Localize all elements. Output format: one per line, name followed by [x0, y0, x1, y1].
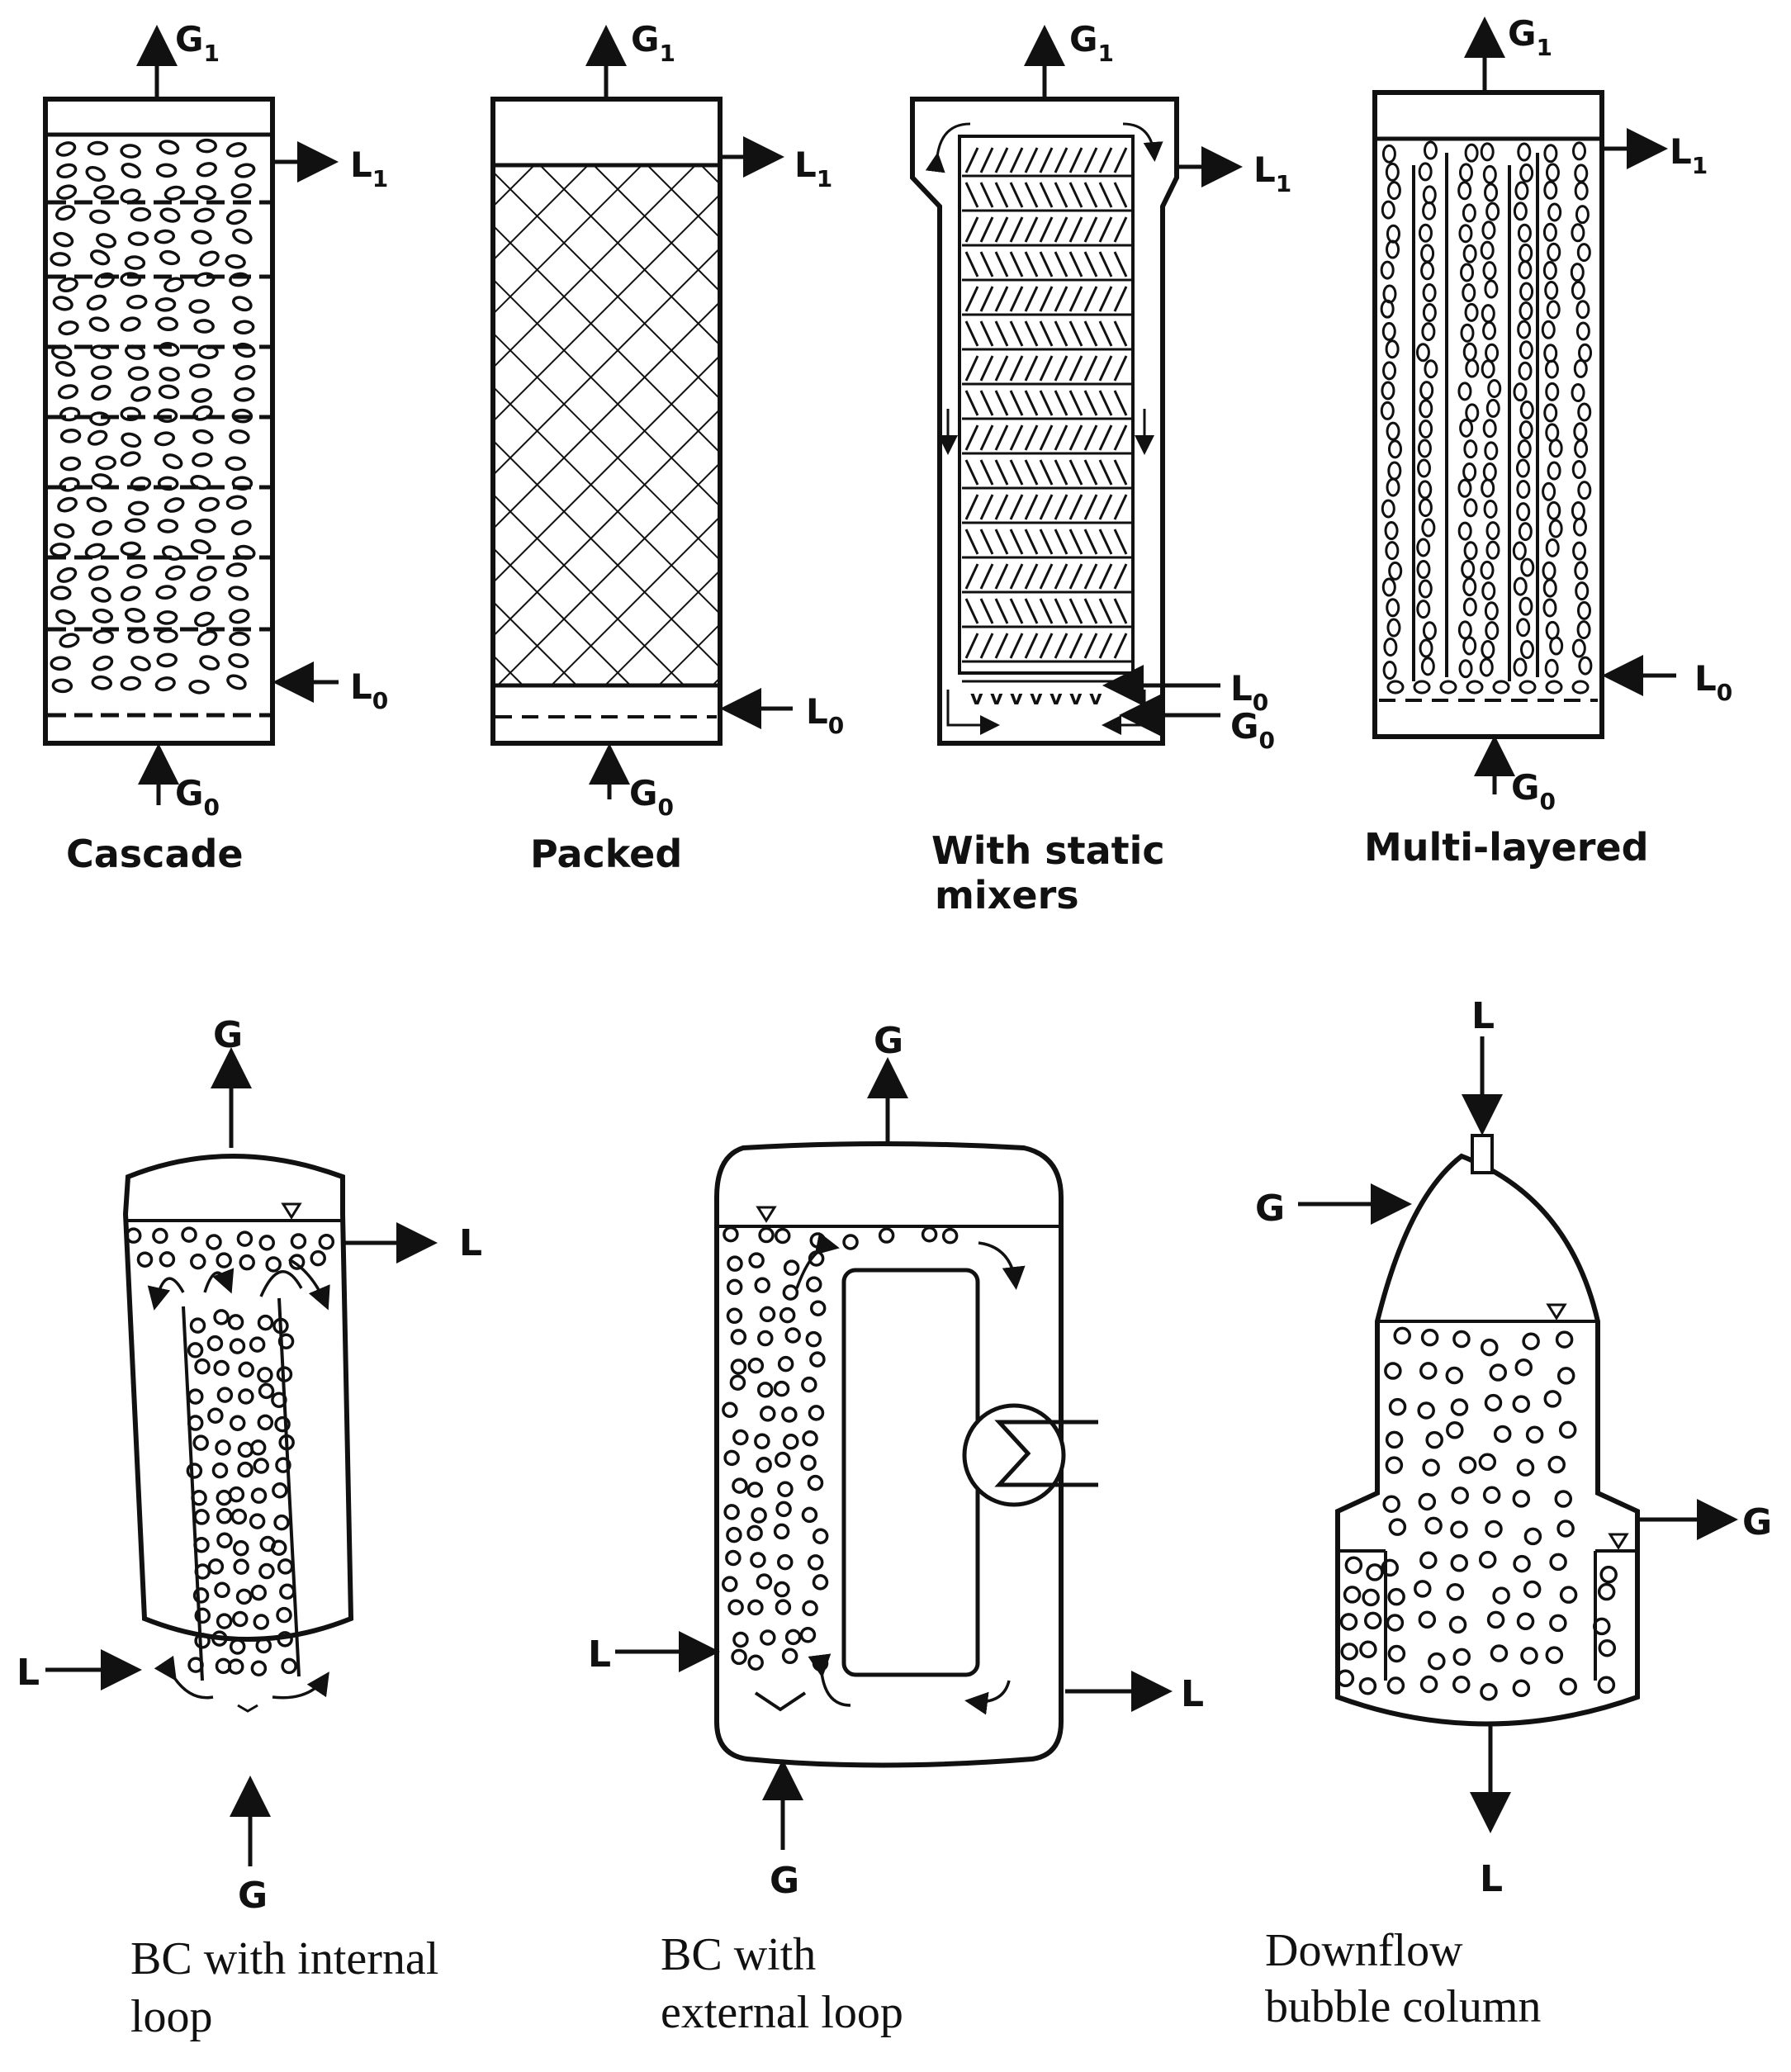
dbc-caption-line2: bubble column: [1265, 1981, 1541, 2032]
downflow-bubble-column: L G G L Downflow bubble column: [1255, 995, 1772, 2032]
bc-external-loop: G L L G BC with external loop: [588, 1020, 1204, 2038]
bci-g-in-label: G: [238, 1875, 268, 1917]
mixer-l0-label: L0: [1230, 668, 1268, 716]
external-loop-downcomer: [841, 1268, 980, 1677]
multi-layered-column: G1 L1 L0 G0 Multi-layered: [1364, 13, 1732, 870]
dbc-g-in-label: G: [1255, 1188, 1285, 1230]
bci-g-out-label: G: [213, 1014, 243, 1056]
packed-g0-label: G0: [629, 773, 674, 821]
ml-caption: Multi-layered: [1364, 825, 1649, 870]
static-mixer-column: v v v v v v v G1 L1 L0 G0 With static mi…: [910, 19, 1291, 917]
svg-text:v v v v v v v: v v v v v v v: [970, 686, 1102, 709]
packed-l0-label: L0: [806, 691, 844, 739]
bc-external-vessel: [714, 1141, 1064, 1768]
bci-l-out-label: L: [459, 1222, 482, 1264]
packed-l1-label: L1: [794, 145, 832, 192]
dbc-l-out-label: L: [1480, 1858, 1503, 1900]
bc-internal-loop: G L L G BC with internal loop: [17, 1014, 482, 2042]
dbc-caption-line1: Downflow: [1265, 1925, 1463, 1976]
ml-g0-label: G0: [1511, 767, 1556, 815]
ml-l1-label: L1: [1670, 131, 1708, 179]
bci-caption-line1: BC with internal: [130, 1933, 438, 1984]
static-mixer-vessel: [910, 97, 1179, 746]
cascade-column: G1 L1 L0 G0 Cascade: [43, 19, 388, 876]
heat-exchanger-icon: [962, 1403, 1066, 1507]
bci-l-in-label: L: [17, 1652, 40, 1694]
ml-l0-label: L0: [1694, 658, 1732, 706]
bci-caption-line2: loop: [130, 1991, 213, 2042]
downflow-vessel: [1335, 1153, 1640, 1727]
packed-g1-label: G1: [631, 19, 675, 67]
draft-tube-right: [277, 1297, 301, 1677]
bce-g-out-label: G: [874, 1020, 903, 1062]
mixer-caption-line1: With static: [931, 828, 1165, 873]
cascade-bubbles: [50, 138, 256, 695]
packed-column: G1 L1 L0 G0 Packed: [490, 19, 844, 876]
packing-bed: [490, 163, 723, 688]
mixer-g1-label: G1: [1069, 19, 1114, 67]
mixer-l1-label: L1: [1253, 149, 1291, 197]
cascade-l0-label: L0: [350, 666, 388, 714]
dbc-l-in-label: L: [1471, 995, 1495, 1037]
bc-internal-vessel: [122, 1154, 354, 1642]
multi-layered-bubbles: [1380, 140, 1593, 695]
bce-caption-line2: external loop: [661, 1987, 903, 2038]
mixer-caption-line2: mixers: [935, 873, 1079, 917]
bce-l-in-label: L: [588, 1633, 611, 1676]
cascade-l1-label: L1: [350, 145, 388, 192]
cascade-g0-label: G0: [175, 773, 220, 821]
bce-g-in-label: G: [770, 1860, 799, 1902]
cascade-caption: Cascade: [66, 832, 244, 876]
liquid-nozzle: [1471, 1134, 1494, 1174]
dbc-g-out-label: G: [1742, 1501, 1772, 1543]
static-mixer-insert: [958, 135, 1135, 675]
mixer-elements: [962, 147, 1131, 663]
ml-g1-label: G1: [1508, 13, 1552, 61]
bce-l-out-label: L: [1181, 1673, 1204, 1715]
packed-caption: Packed: [530, 832, 682, 876]
cascade-g1-label: G1: [175, 19, 220, 67]
bce-caption-line1: BC with: [661, 1929, 816, 1980]
mixer-g0-label: G0: [1230, 706, 1275, 754]
